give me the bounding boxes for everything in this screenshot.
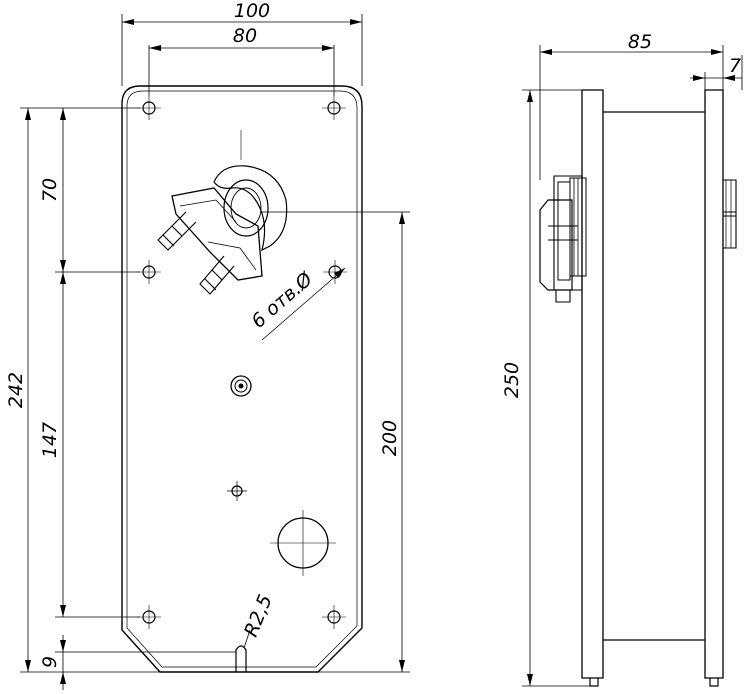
side-body xyxy=(603,111,705,641)
mounting-hole xyxy=(137,605,161,629)
housing-outline xyxy=(121,85,363,673)
cable-gland xyxy=(270,510,336,576)
dim-slot-radius: R2,5 xyxy=(240,592,277,641)
dim-bottom-offset: 9 xyxy=(39,656,61,668)
side-flange-left xyxy=(581,89,604,679)
center-screw xyxy=(227,481,247,501)
indicator-knob xyxy=(230,375,252,397)
dim-overall-width: 100 xyxy=(234,0,270,22)
side-flange-right xyxy=(704,89,724,679)
mounting-hole xyxy=(137,96,161,120)
dim-hole-spacing-width: 80 xyxy=(233,25,257,47)
dim-overall-height: 242 xyxy=(5,372,27,408)
dim-upper-to-lower-holes: 147 xyxy=(39,422,61,458)
front-dimensions xyxy=(20,14,410,690)
mounting-hole xyxy=(322,605,346,629)
side-clamp xyxy=(539,175,587,303)
housing-inner-outline xyxy=(126,90,358,668)
dim-top-to-upper-holes: 70 xyxy=(39,178,61,202)
mounting-hole xyxy=(323,260,347,284)
dim-mid-height: 200 xyxy=(379,420,401,456)
dim-side-flange: 7 xyxy=(729,55,741,77)
mounting-hole xyxy=(322,96,346,120)
side-dimensions xyxy=(522,45,743,687)
bottom-slot xyxy=(235,645,247,672)
shaft-clamp xyxy=(157,130,288,295)
mounting-holes xyxy=(137,96,347,629)
dim-side-depth: 85 xyxy=(628,31,652,53)
side-view xyxy=(539,89,737,687)
front-view xyxy=(121,85,363,673)
mounting-hole xyxy=(137,260,161,284)
side-bracket xyxy=(723,179,737,249)
dim-side-height: 250 xyxy=(501,362,523,398)
